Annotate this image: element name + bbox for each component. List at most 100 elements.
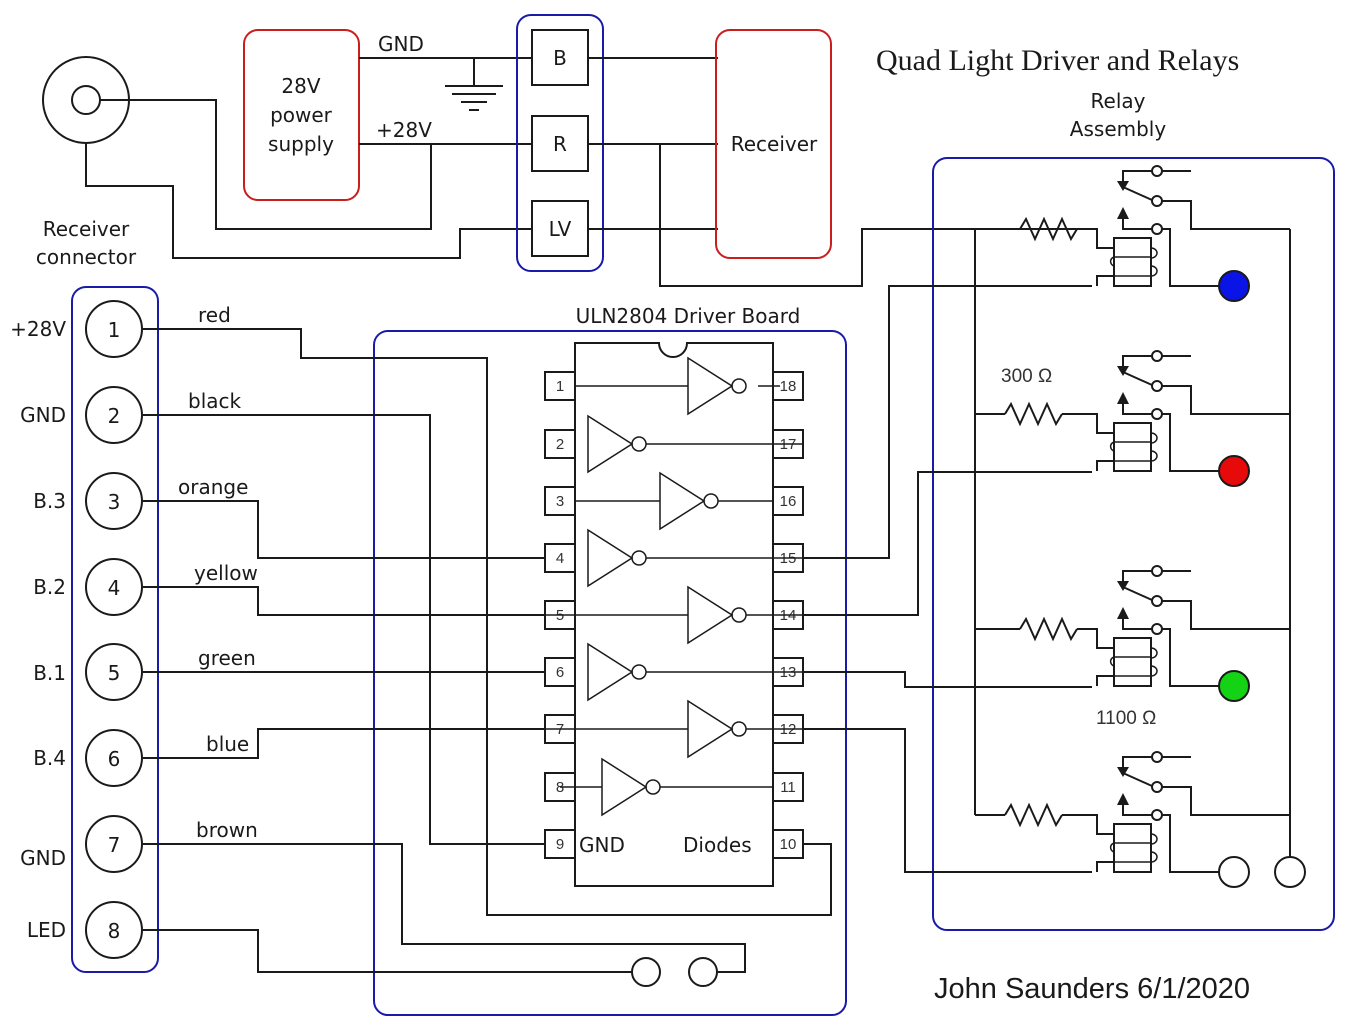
power-supply-label-3: supply bbox=[268, 132, 334, 156]
relay-switch-icon bbox=[1117, 350, 1191, 420]
wire-color-label: red bbox=[198, 303, 231, 327]
connector-pin-number: 2 bbox=[108, 404, 121, 428]
connector-pin-number: 5 bbox=[108, 661, 121, 685]
relay-assembly-enclosure bbox=[932, 157, 1335, 931]
receiver-box bbox=[715, 29, 832, 259]
ic-pin-10: 10 bbox=[772, 829, 804, 859]
relay-3 bbox=[975, 565, 1290, 702]
connector-pin-signal: GND bbox=[20, 846, 66, 870]
inverter-gate-icon bbox=[560, 757, 773, 817]
wire-jack-center bbox=[100, 99, 432, 230]
inverter-gate-icon bbox=[587, 528, 803, 588]
relay-switch-icon bbox=[1117, 751, 1191, 821]
ic-pin-1: 1 bbox=[544, 371, 576, 401]
connector-enclosure bbox=[71, 286, 159, 973]
wire-r-to-relays bbox=[659, 144, 1092, 287]
connector-pin-number: 3 bbox=[108, 490, 121, 514]
ic-body bbox=[574, 342, 774, 887]
power-supply-box bbox=[243, 29, 360, 201]
inverter-gate-icon bbox=[575, 471, 773, 531]
wire-red bbox=[143, 328, 832, 916]
driver-board-title: ULN2804 Driver Board bbox=[576, 304, 801, 328]
relay-coil-icon bbox=[1109, 637, 1158, 687]
terminal-lv: LV bbox=[531, 200, 589, 257]
wire-out-13 bbox=[803, 671, 1092, 688]
wire-black bbox=[143, 414, 545, 845]
connector-pin-number: 8 bbox=[108, 919, 121, 943]
receiver-label: Receiver bbox=[731, 132, 818, 156]
wire-orange bbox=[143, 500, 545, 559]
terminal-b: B bbox=[531, 29, 589, 86]
resistor-value-300: 300 Ω bbox=[1001, 366, 1052, 387]
connector-pin-1: 1 +28V red bbox=[10, 300, 231, 358]
wire-jack-shield bbox=[85, 143, 532, 259]
green-light-icon bbox=[1218, 670, 1250, 702]
relay-coil-icon bbox=[1109, 823, 1158, 873]
author-date: John Saunders 6/1/2020 bbox=[934, 973, 1250, 1005]
relay-1 bbox=[975, 165, 1290, 302]
resistor-icon bbox=[1004, 401, 1063, 427]
wire-color-label: blue bbox=[206, 732, 249, 756]
power-supply-label-1: 28V bbox=[281, 74, 320, 98]
inverter-gate-icon bbox=[545, 585, 803, 645]
connector-pin-signal: LED bbox=[27, 918, 66, 942]
blue-light-icon bbox=[1218, 270, 1250, 302]
diagram-title: Quad Light Driver and Relays bbox=[876, 44, 1239, 77]
ic-pin-4: 4 bbox=[544, 543, 576, 573]
resistor-icon bbox=[1019, 216, 1078, 242]
wire-blue bbox=[143, 728, 545, 759]
connector-pin-5: 5 B.1 green bbox=[33, 643, 256, 701]
relay-2 bbox=[975, 350, 1290, 487]
relay-4 bbox=[975, 751, 1290, 888]
terminal-r-label: R bbox=[553, 132, 567, 156]
wire-color-label: green bbox=[198, 646, 256, 670]
wire-color-label: orange bbox=[178, 475, 248, 499]
ic-pin-label: 3 bbox=[556, 493, 564, 510]
ic-pin-9: 9 bbox=[544, 829, 576, 859]
connector-pin-signal: B.2 bbox=[33, 575, 66, 599]
relay-switch-icon bbox=[1117, 165, 1191, 235]
led-connector-circle-2 bbox=[688, 957, 718, 987]
ic-pin-3: 3 bbox=[544, 486, 576, 516]
connector-pin-signal: B.1 bbox=[33, 661, 66, 685]
ic-pin-label: 6 bbox=[556, 664, 564, 681]
return-connector-circle bbox=[1274, 856, 1306, 888]
resistor-icon bbox=[1019, 616, 1078, 642]
power-supply-label-2: power bbox=[270, 103, 333, 127]
connector-pin-4: 4 B.2 yellow bbox=[33, 558, 258, 616]
inverter-gate-icon bbox=[587, 642, 803, 702]
connector-pin-signal: +28V bbox=[10, 317, 66, 341]
wire-out-14 bbox=[803, 471, 1092, 616]
ic-pin-label: 16 bbox=[780, 493, 797, 510]
wire-out-15 bbox=[803, 285, 1092, 559]
ic-pin-16: 16 bbox=[772, 486, 804, 516]
resistor-value-1100: 1100 Ω bbox=[1096, 708, 1156, 729]
inverter-gate-icon bbox=[587, 414, 803, 474]
wire-brown bbox=[143, 843, 746, 973]
wire-color-label: brown bbox=[196, 818, 258, 842]
connector-pin-3: 3 B.3 orange bbox=[33, 472, 248, 530]
terminal-r: R bbox=[531, 115, 589, 172]
relay-assembly-label-2: Assembly bbox=[1070, 117, 1167, 141]
ic-pin-label: 2 bbox=[556, 436, 564, 453]
ic-pin-label: 18 bbox=[780, 378, 797, 395]
connector-pin-number: 1 bbox=[108, 318, 121, 342]
connector-pin-number: 7 bbox=[108, 833, 121, 857]
wire-color-label: yellow bbox=[194, 561, 258, 585]
relay-assembly-label-1: Relay bbox=[1091, 89, 1146, 113]
receiver-connector-label-1: Receiver bbox=[43, 217, 130, 241]
connector-pin-number: 6 bbox=[108, 747, 121, 771]
wire-color-label: black bbox=[188, 389, 242, 413]
relay-coil-icon bbox=[1109, 422, 1158, 472]
wire-out-12 bbox=[803, 728, 1092, 873]
connector-pin-number: 4 bbox=[108, 576, 121, 600]
wire-led bbox=[143, 929, 632, 973]
wire-yellow bbox=[143, 586, 545, 616]
relay-coil-icon bbox=[1109, 237, 1158, 287]
connector-pin-signal: B.3 bbox=[33, 489, 66, 513]
gnd-label-top: GND bbox=[378, 32, 424, 56]
